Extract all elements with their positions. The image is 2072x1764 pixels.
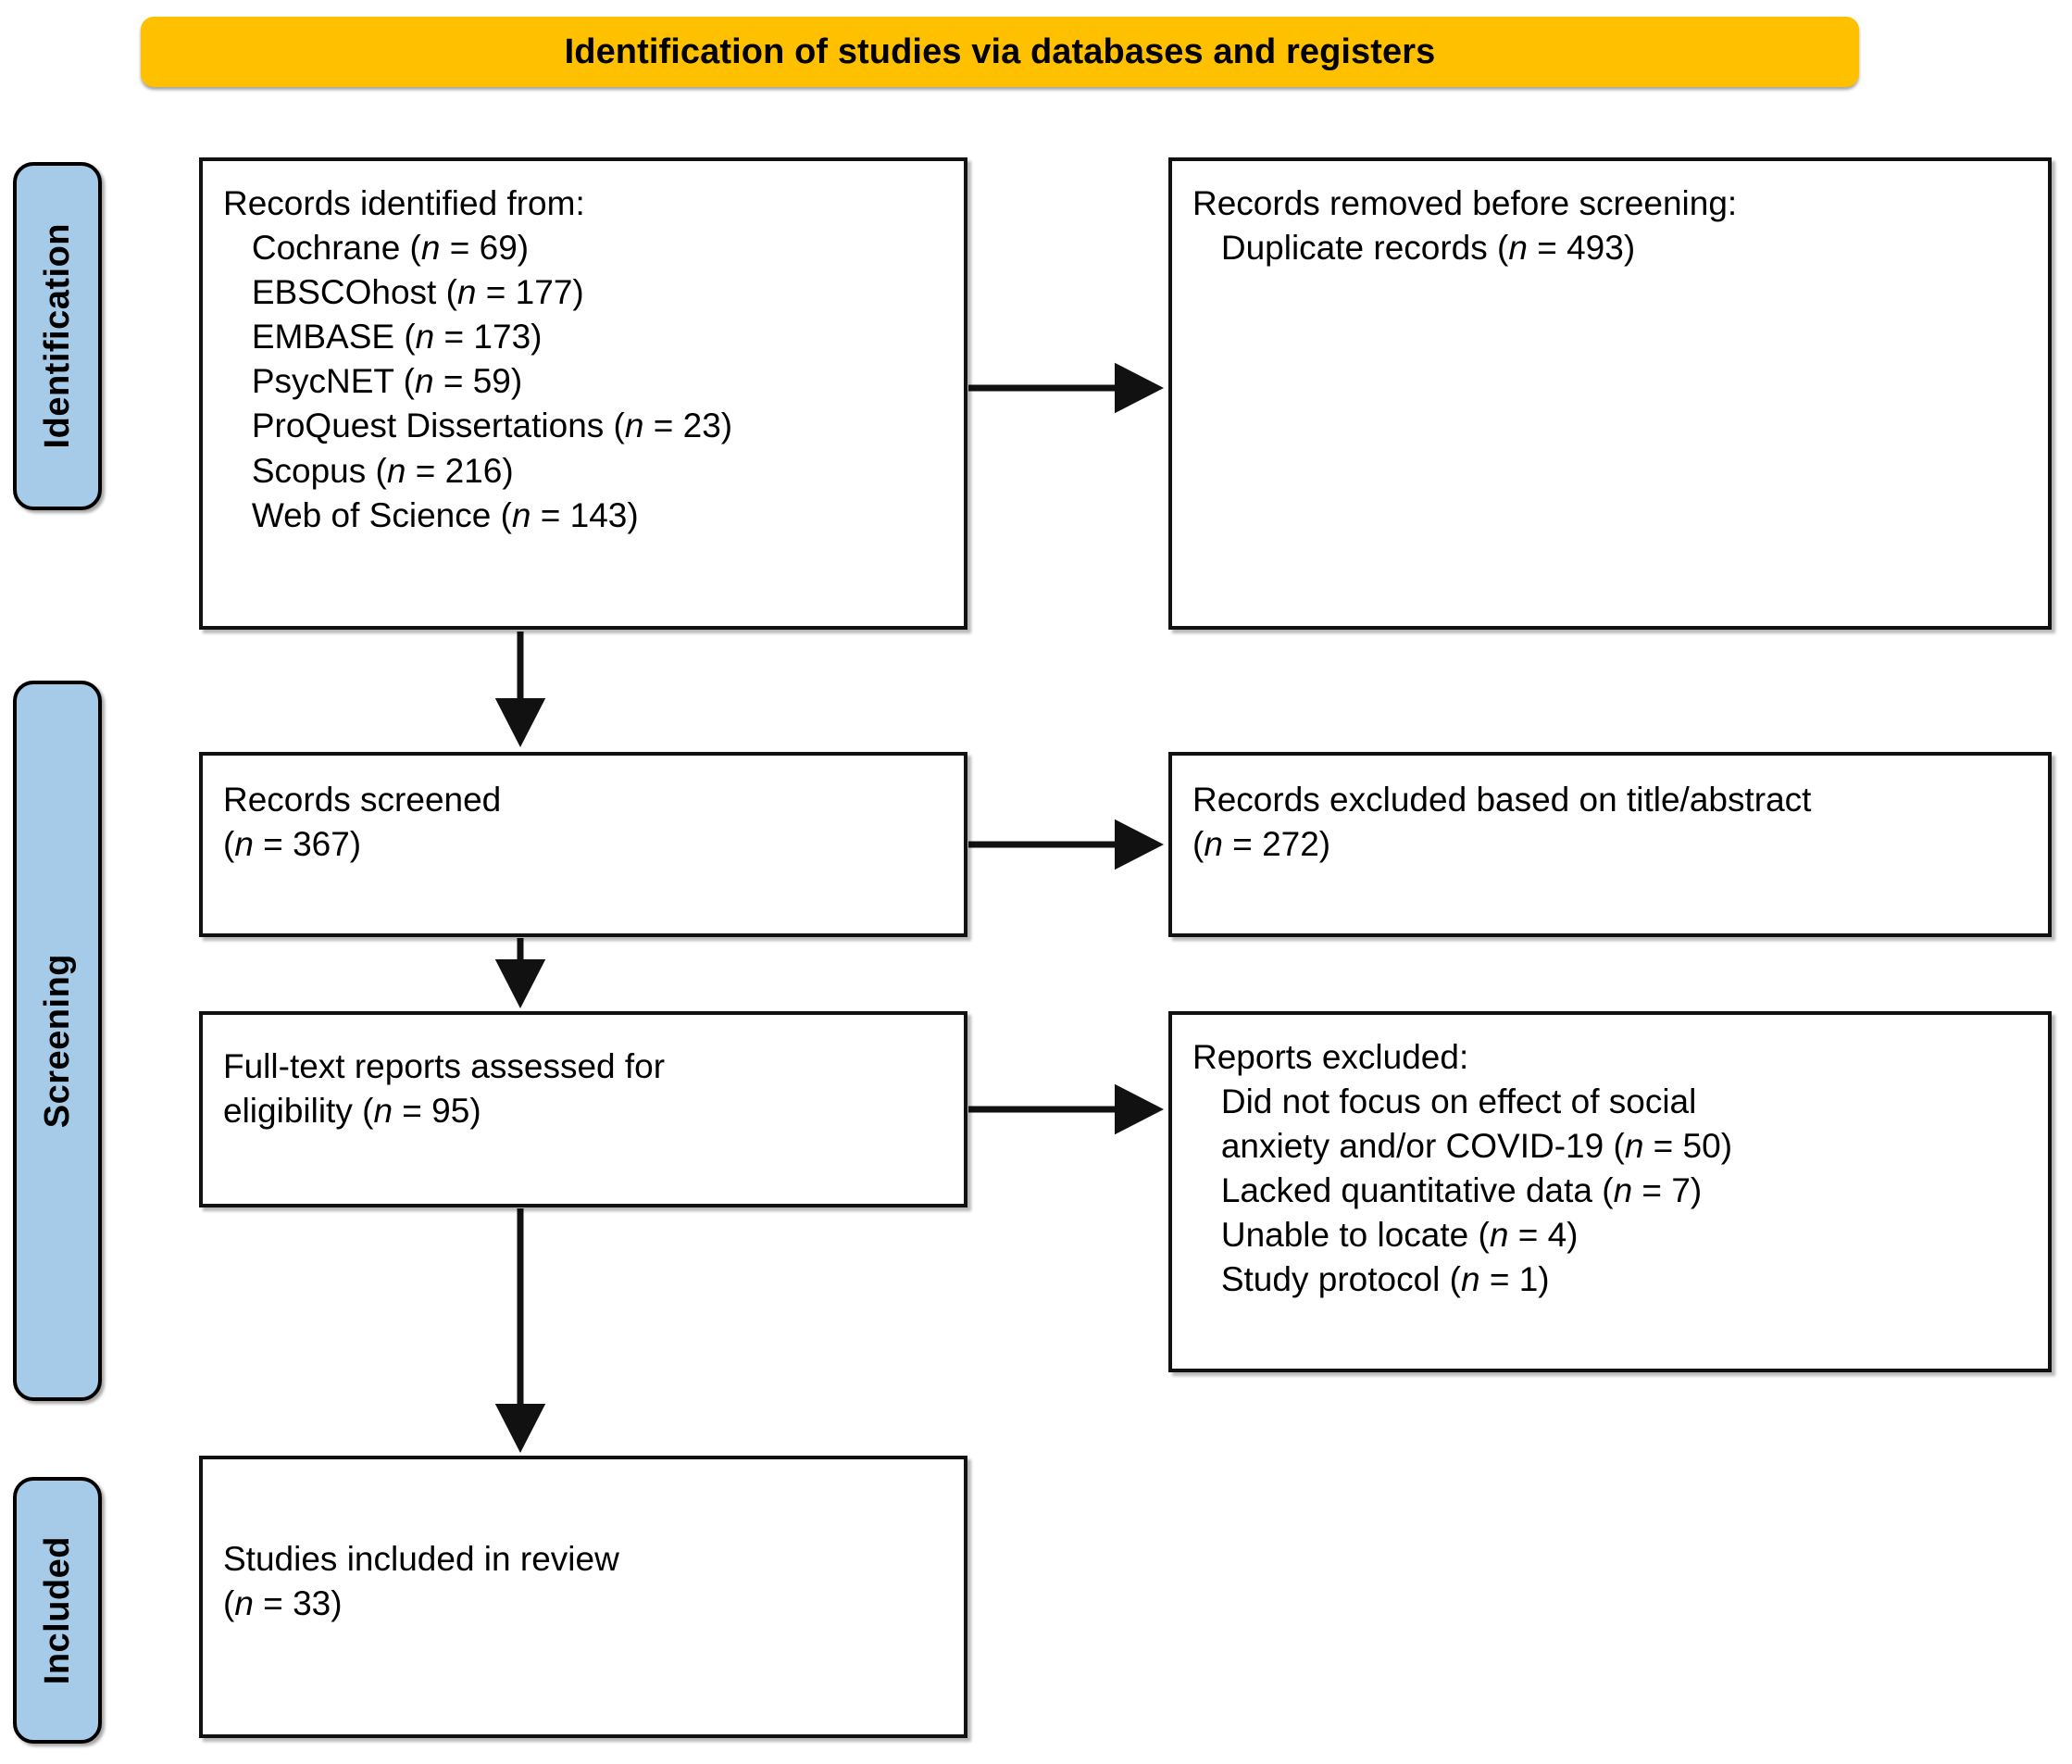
stage-tab-screening: Screening [13,681,102,1401]
box-reports-excluded-text: Reports excluded: Did not focus on effec… [1192,1038,1733,1299]
box-records-excluded-title-abstract: Records excluded based on title/abstract… [1168,752,2052,937]
stage-tab-included-label: Included [37,1535,77,1685]
box-reports-excluded: Reports excluded: Did not focus on effec… [1168,1011,2052,1372]
box-fulltext-assessed: Full-text reports assessed for eligibili… [199,1011,967,1207]
box-records-screened: Records screened (n = 367) [199,752,967,937]
stage-tab-screening-label: Screening [37,953,77,1129]
box-records-removed: Records removed before screening: Duplic… [1168,157,2052,630]
box-studies-included: Studies included in review (n = 33) [199,1456,967,1738]
box-records-identified-text: Records identified from: Cochrane (n = 6… [223,184,733,534]
stage-tab-included: Included [13,1477,102,1744]
box-studies-included-text: Studies included in review (n = 33) [223,1540,619,1623]
box-fulltext-assessed-text: Full-text reports assessed for eligibili… [223,1047,666,1131]
box-records-identified: Records identified from: Cochrane (n = 6… [199,157,967,630]
diagram-title-banner: Identification of studies via databases … [141,17,1859,87]
diagram-title: Identification of studies via databases … [564,31,1436,71]
stage-tab-identification-label: Identification [37,223,77,449]
box-records-removed-text: Records removed before screening: Duplic… [1192,184,1738,268]
box-records-excluded-title-abstract-text: Records excluded based on title/abstract… [1192,781,1812,864]
stage-tab-identification: Identification [13,162,102,510]
box-records-screened-text: Records screened (n = 367) [223,781,502,864]
